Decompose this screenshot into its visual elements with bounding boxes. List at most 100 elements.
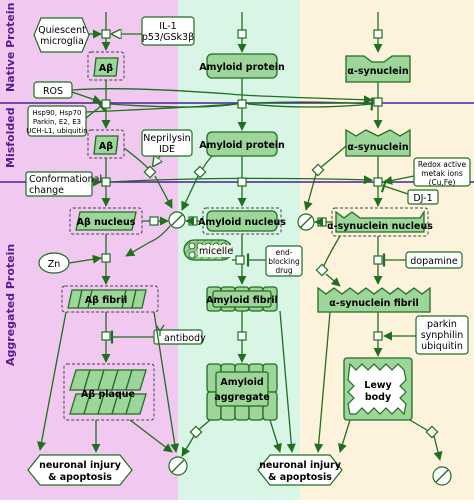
- il1-label-2: p53/GSk3β: [142, 32, 194, 43]
- process-node: [237, 29, 247, 39]
- synuclein-native-label: α-synuclein: [347, 66, 408, 77]
- end-blocking-line-1: end-: [276, 248, 293, 257]
- abeta-misfolded-label: Aβ: [99, 141, 113, 152]
- synuclein-fibril: [317, 286, 431, 313]
- end-blocking-line-2: blocking: [268, 257, 300, 266]
- synuclein-nucleus-label: α-synuclein nucleus: [327, 221, 433, 232]
- amyloid-fibril: [206, 286, 278, 312]
- il1-box: [141, 16, 195, 46]
- process-node: [193, 165, 207, 179]
- process-node: [315, 263, 329, 277]
- process-node: [237, 177, 247, 187]
- outcome-right-label-2: & apoptosis: [268, 472, 332, 483]
- end-blocking-line-3: drug: [275, 266, 293, 275]
- amyloid-aggregate-label-2: aggregate: [214, 392, 269, 403]
- redox-line-1: Redox active: [418, 160, 467, 169]
- process-node: [101, 29, 111, 39]
- quiescent-label-1: Quiescent: [38, 25, 86, 36]
- outcome-right-label-1: neuronal injury: [259, 460, 342, 471]
- zn-label: Zn: [48, 259, 61, 270]
- amyloid-aggregate-label-1: Amyloid: [220, 377, 263, 388]
- neprilysin-box: [141, 129, 193, 157]
- process-node: [101, 331, 111, 341]
- amyloid-nucleus: [206, 210, 278, 232]
- amyloid-fibril-label: Amyloid fibril: [206, 295, 278, 306]
- process-node: [311, 163, 325, 177]
- abeta-native: [93, 57, 119, 77]
- band-abeta: [0, 0, 178, 500]
- synuclein-nucleus: [335, 209, 425, 233]
- lewy-body-label-2: body: [365, 392, 392, 403]
- neprilysin-label-1: Neprilysin: [143, 133, 190, 144]
- redox-line-3: (Cu,Fe): [429, 178, 456, 187]
- process-node: [373, 97, 383, 107]
- process-node: [235, 255, 245, 265]
- chaperones-line-1: Hsp90, Hsp70: [33, 109, 82, 117]
- synuclein-misfolded-label: α-synuclein: [347, 142, 408, 153]
- parkin-line-2: synphilin: [421, 330, 464, 341]
- ros-label: ROS: [43, 86, 63, 97]
- section-aggregated-label: Aggregated Protein: [4, 244, 17, 366]
- amyloid-native-label: Amyloid protein: [199, 62, 285, 73]
- neprilysin-label-2: IDE: [159, 144, 175, 155]
- quiescent-label-2: microglia: [40, 36, 84, 47]
- amyloid-misfolded-label: Amyloid protein: [199, 140, 285, 151]
- section-native-label: Native Protein: [4, 3, 17, 92]
- process-node: [101, 177, 111, 187]
- chaperones-line-3: UCH-L1, ubiquitin: [26, 127, 87, 135]
- chaperones-line-2: Parkin, E2, E3: [33, 118, 81, 126]
- il1-label-1: IL-1: [159, 21, 176, 32]
- abeta-misfolded: [93, 135, 119, 155]
- process-node: [189, 425, 203, 439]
- abeta-fibril-label: Aβ fibril: [85, 295, 128, 306]
- abeta-nucleus-label: Aβ nucleus: [77, 217, 136, 228]
- quiescent-microglia-node: [33, 17, 90, 53]
- process-node: [373, 331, 383, 341]
- process-node: [237, 331, 247, 341]
- synuclein-fibril-label: α-synuclein fibril: [329, 298, 419, 309]
- parkin-line-3: ubiquitin: [421, 341, 463, 352]
- amyloid-aggregate: [206, 363, 278, 421]
- abeta-fibril: [67, 289, 147, 309]
- outcome-right: [257, 454, 343, 486]
- outcome-left: [27, 454, 133, 486]
- chaperones-box: [27, 105, 87, 137]
- process-node: [373, 255, 383, 265]
- process-node: [237, 99, 247, 109]
- abeta-plaque: [69, 369, 147, 415]
- process-node: [188, 216, 198, 226]
- amyloid-nucleus-label: Amyloid nucleus: [198, 217, 286, 228]
- process-node: [143, 165, 157, 179]
- dopamine-label: dopamine: [410, 256, 458, 267]
- synuclein-native: [345, 55, 411, 83]
- section-misfolded-label: Misfolded: [4, 107, 17, 168]
- process-node: [149, 216, 159, 226]
- antibody-label: antibody: [164, 333, 206, 344]
- process-node: [373, 177, 383, 187]
- process-node: [425, 425, 439, 439]
- abeta-native-label: Aβ: [99, 63, 113, 74]
- process-node: [101, 253, 111, 263]
- micelle-label: micelle: [199, 246, 233, 257]
- conformational-change-box: [25, 171, 93, 197]
- redox-box: [413, 157, 471, 187]
- parkin-box: [415, 315, 469, 355]
- dj1-label: DJ-1: [413, 193, 432, 204]
- lewy-body-label-1: Lewy: [364, 380, 392, 391]
- dj1-box: [407, 189, 439, 205]
- process-node: [373, 29, 383, 39]
- redox-line-2: metak ions: [421, 169, 463, 178]
- outcome-left-label-2: & apoptosis: [48, 472, 112, 483]
- conformational-label-1: Conformational: [29, 174, 102, 185]
- outcome-left-label-1: neuronal injury: [39, 460, 122, 471]
- antibody-icon: [155, 324, 165, 336]
- process-node: [101, 99, 111, 109]
- lewy-body: [343, 357, 413, 421]
- parkin-line-1: parkin: [427, 319, 457, 330]
- abeta-plaque-label: Aβ plaque: [81, 389, 135, 400]
- process-node: [317, 217, 327, 227]
- end-blocking-drug-box: [265, 245, 303, 277]
- conformational-label-2: change: [29, 185, 64, 196]
